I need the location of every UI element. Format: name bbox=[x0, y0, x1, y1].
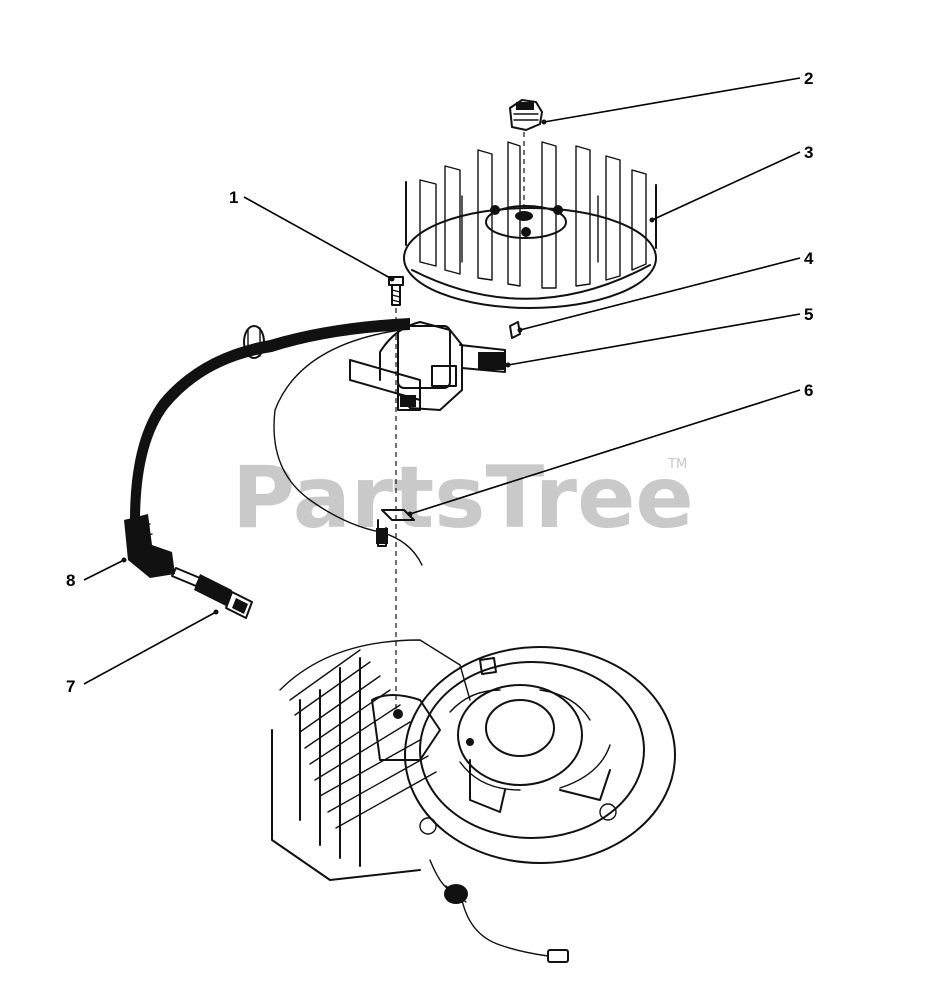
flywheel-key bbox=[509, 321, 521, 339]
callout-labels: 1 2 3 4 5 6 7 8 bbox=[66, 69, 814, 696]
callout-4: 4 bbox=[804, 249, 814, 268]
callout-8: 8 bbox=[66, 571, 75, 590]
screw bbox=[388, 276, 404, 306]
callout-5: 5 bbox=[804, 305, 813, 324]
leader-4 bbox=[519, 257, 801, 331]
callout-2: 2 bbox=[804, 69, 813, 88]
flywheel-nut bbox=[509, 99, 543, 131]
leader-3 bbox=[651, 151, 801, 221]
watermark-trademark: TM bbox=[667, 457, 687, 472]
callout-7: 7 bbox=[66, 677, 75, 696]
ignition-module bbox=[349, 321, 506, 411]
leader-2 bbox=[543, 77, 801, 123]
leader-5 bbox=[507, 313, 801, 366]
wire-clip bbox=[376, 509, 415, 547]
kill-wire bbox=[429, 859, 569, 963]
callout-leaders bbox=[83, 77, 801, 685]
wire-grommet bbox=[243, 325, 265, 359]
callout-3: 3 bbox=[804, 143, 813, 162]
leader-7 bbox=[83, 611, 217, 685]
callout-6: 6 bbox=[804, 381, 813, 400]
flywheel bbox=[403, 141, 657, 309]
leader-1 bbox=[243, 196, 393, 280]
leader-6 bbox=[409, 389, 801, 515]
spark-plug bbox=[171, 567, 253, 619]
callout-1: 1 bbox=[229, 188, 238, 207]
leader-8 bbox=[83, 559, 125, 581]
engine-block bbox=[271, 639, 471, 881]
spark-plug-lead bbox=[130, 318, 410, 522]
engine-housing bbox=[404, 646, 676, 864]
spark-plug-boot bbox=[124, 514, 175, 578]
